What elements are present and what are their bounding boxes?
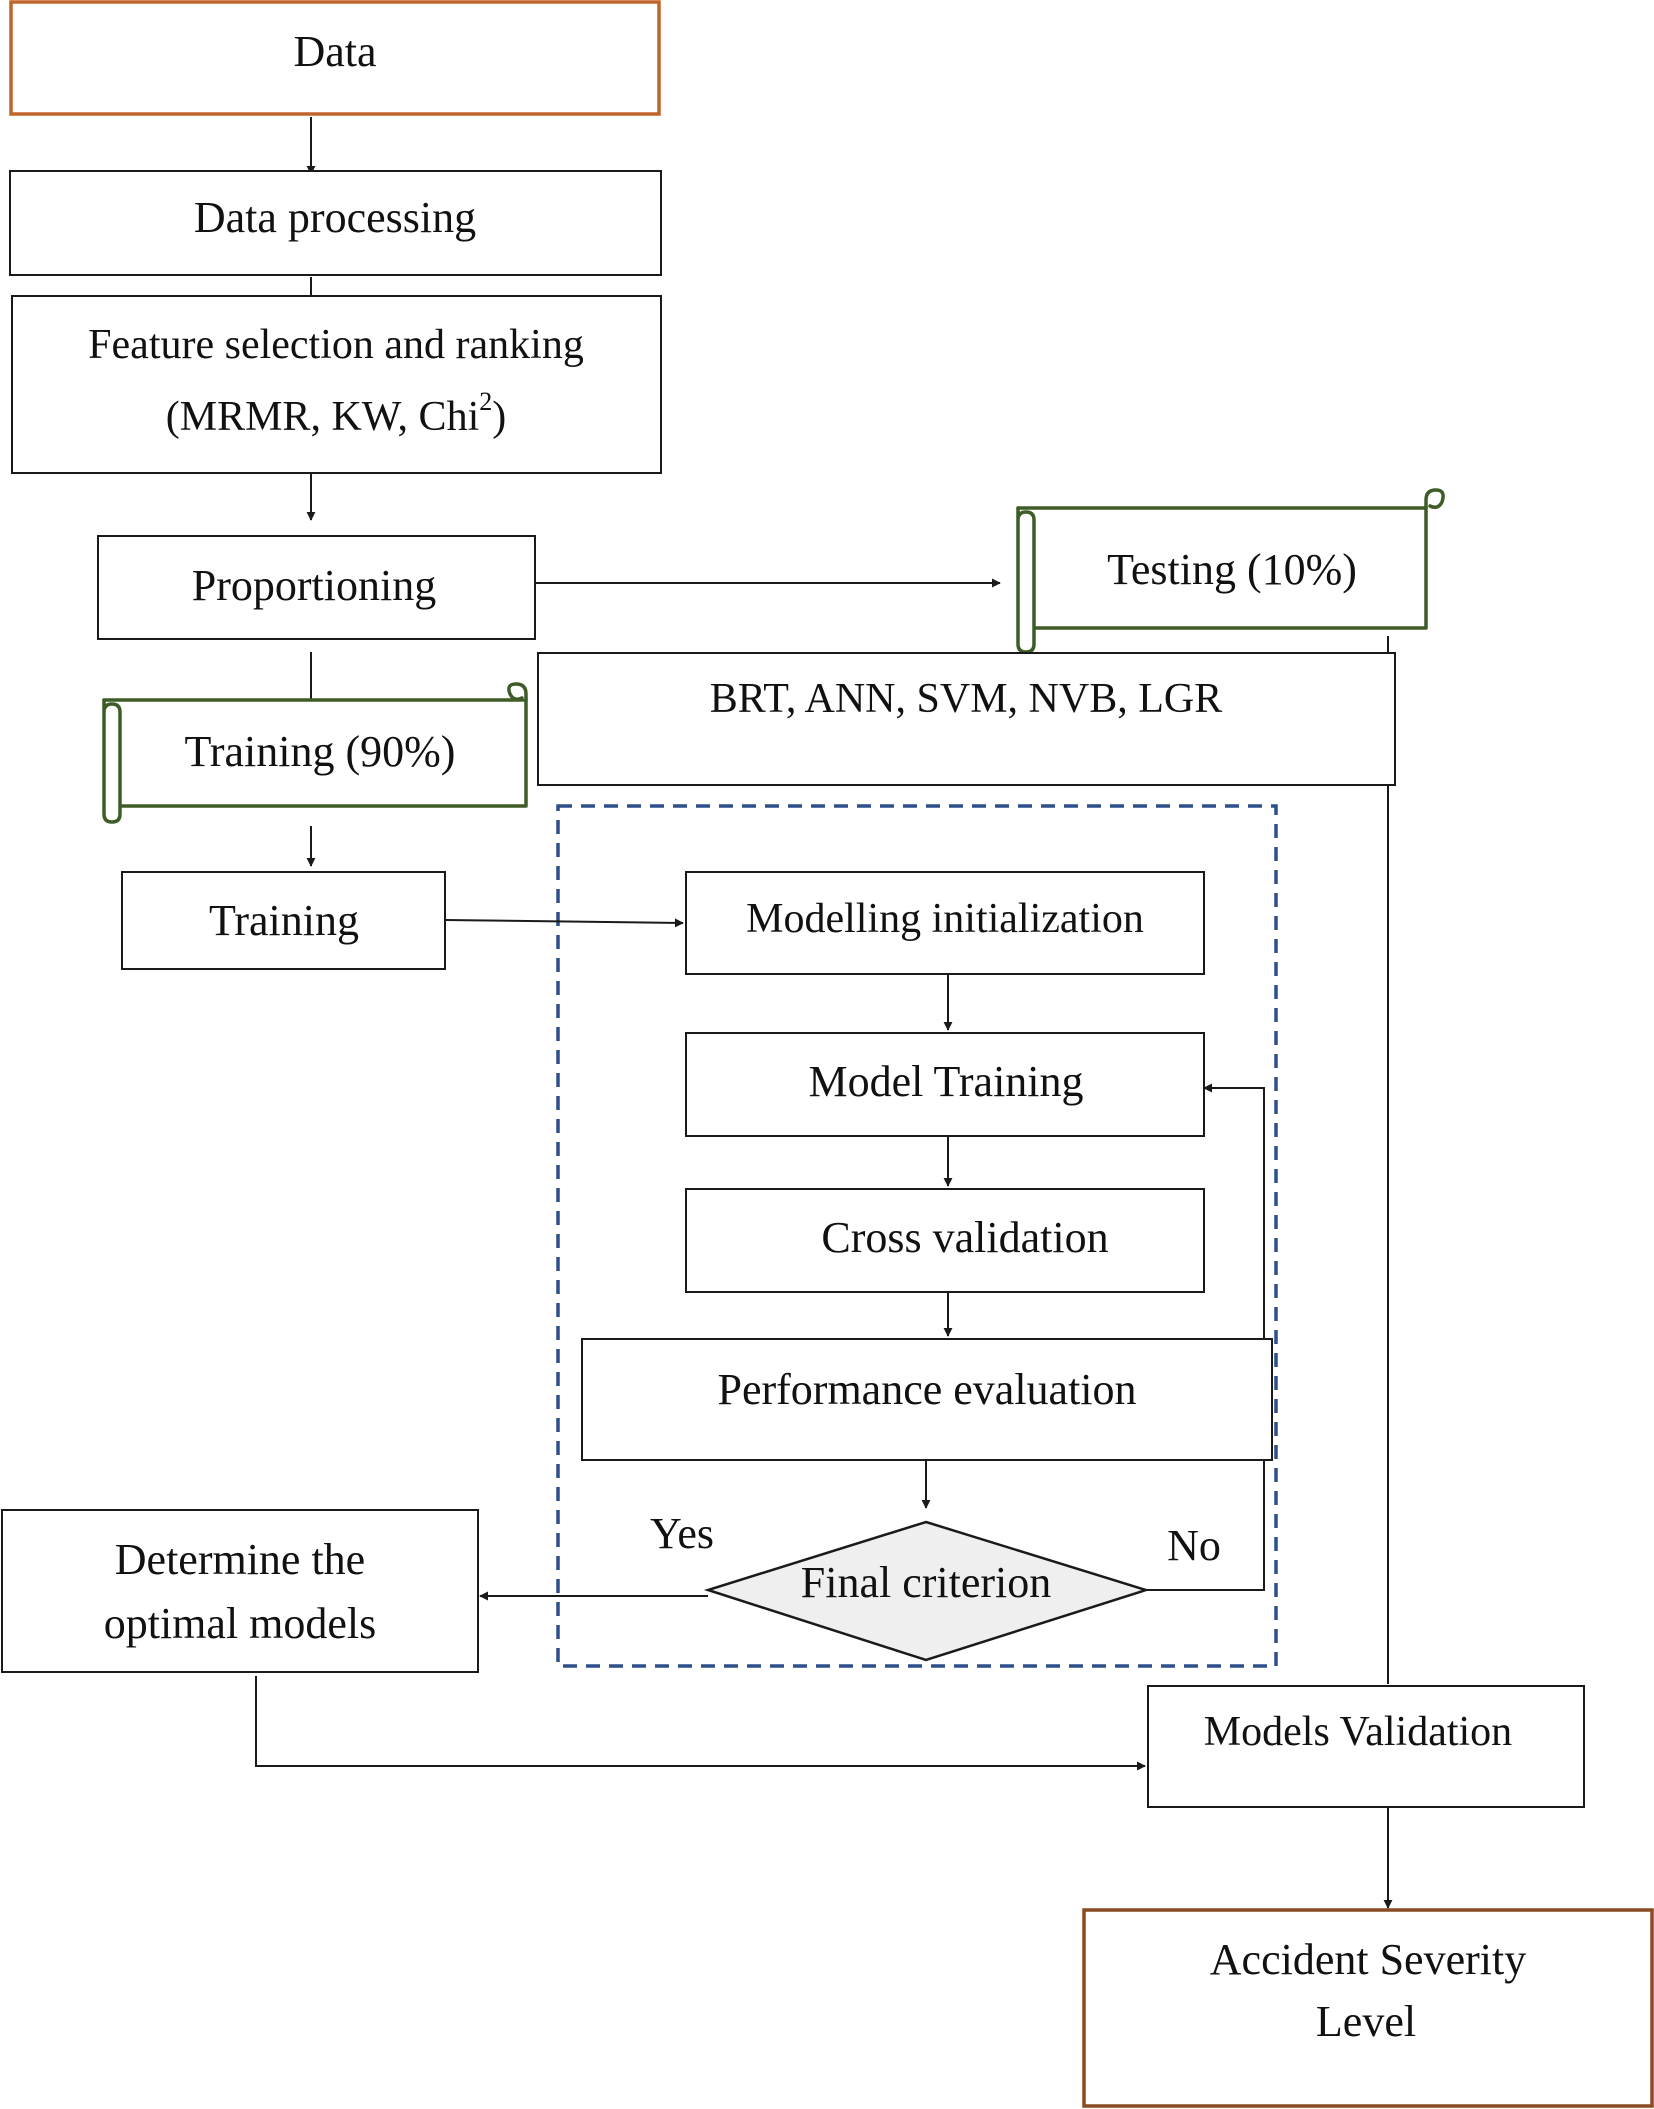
node-modelling-init-label: Modelling initialization [746,896,1144,942]
node-testing: Testing (10%) [1016,488,1445,654]
node-data-processing-label: Data processing [194,193,476,242]
node-model-training-label: Model Training [808,1057,1083,1106]
node-training-split: Training (90%) [102,682,528,824]
node-training-split-label: Training (90%) [185,727,456,776]
node-modelling-init: Modelling initialization [685,871,1205,975]
node-feature-selection-label-line1: Feature selection and ranking [88,322,584,368]
modelling-group-boundary [556,804,1278,1668]
node-models-validation-label: Models Validation [1204,1709,1512,1755]
node-model-training: Model Training [685,1032,1205,1137]
node-algorithms-label: BRT, ANN, SVM, NVB, LGR [710,676,1222,722]
edge-label-no: No [1167,1521,1221,1570]
training-scroll-left-curl [102,698,122,824]
node-determine-optimal: Determine the optimal models [1,1509,479,1673]
node-accident-severity: Accident Severity Level [1082,1908,1654,2108]
testing-scroll-left-curl [1016,506,1036,654]
node-final-criterion-label: Final criterion [801,1558,1052,1607]
node-algorithms: BRT, ANN, SVM, NVB, LGR [537,652,1396,786]
node-accident-severity-label-line1: Accident Severity [1210,1935,1526,1984]
node-feature-selection: Feature selection and ranking (MRMR, KW,… [11,295,662,474]
edge-label-yes: Yes [650,1509,714,1558]
testing-scroll-body [1016,506,1428,630]
testing-scroll-right-curl [1424,488,1445,510]
node-determine-optimal-label-line2: optimal models [104,1599,377,1648]
edge-training-to-init [444,918,684,928]
feature-selection-methods: (MRMR, KW, Chi [166,394,480,440]
training-scroll-body [102,698,528,808]
node-proportioning-label: Proportioning [192,561,436,610]
node-performance-evaluation: Performance evaluation [581,1338,1273,1461]
node-data-processing: Data processing [9,170,662,276]
node-proportioning: Proportioning [97,535,536,640]
node-feature-selection-label-line2: (MRMR, KW, Chi2) [166,387,507,440]
node-training: Training [121,871,446,970]
node-cross-validation: Cross validation [685,1188,1205,1293]
feature-selection-close-paren: ) [492,394,506,440]
node-training-label: Training [209,896,359,945]
node-testing-label: Testing (10%) [1107,545,1357,594]
node-data-label: Data [293,27,376,76]
node-cross-validation-label: Cross validation [821,1213,1108,1262]
feature-selection-superscript: 2 [479,387,492,416]
node-accident-severity-label-line2: Level [1316,1997,1416,2046]
edge-determine-to-validation [255,1676,1146,1771]
node-determine-optimal-label-line1: Determine the [115,1535,365,1584]
node-data: Data [9,0,661,116]
training-scroll-right-curl [507,682,528,702]
node-final-criterion: Final criterion [703,1520,1151,1662]
node-models-validation: Models Validation [1147,1685,1585,1808]
node-performance-evaluation-label: Performance evaluation [717,1365,1136,1414]
